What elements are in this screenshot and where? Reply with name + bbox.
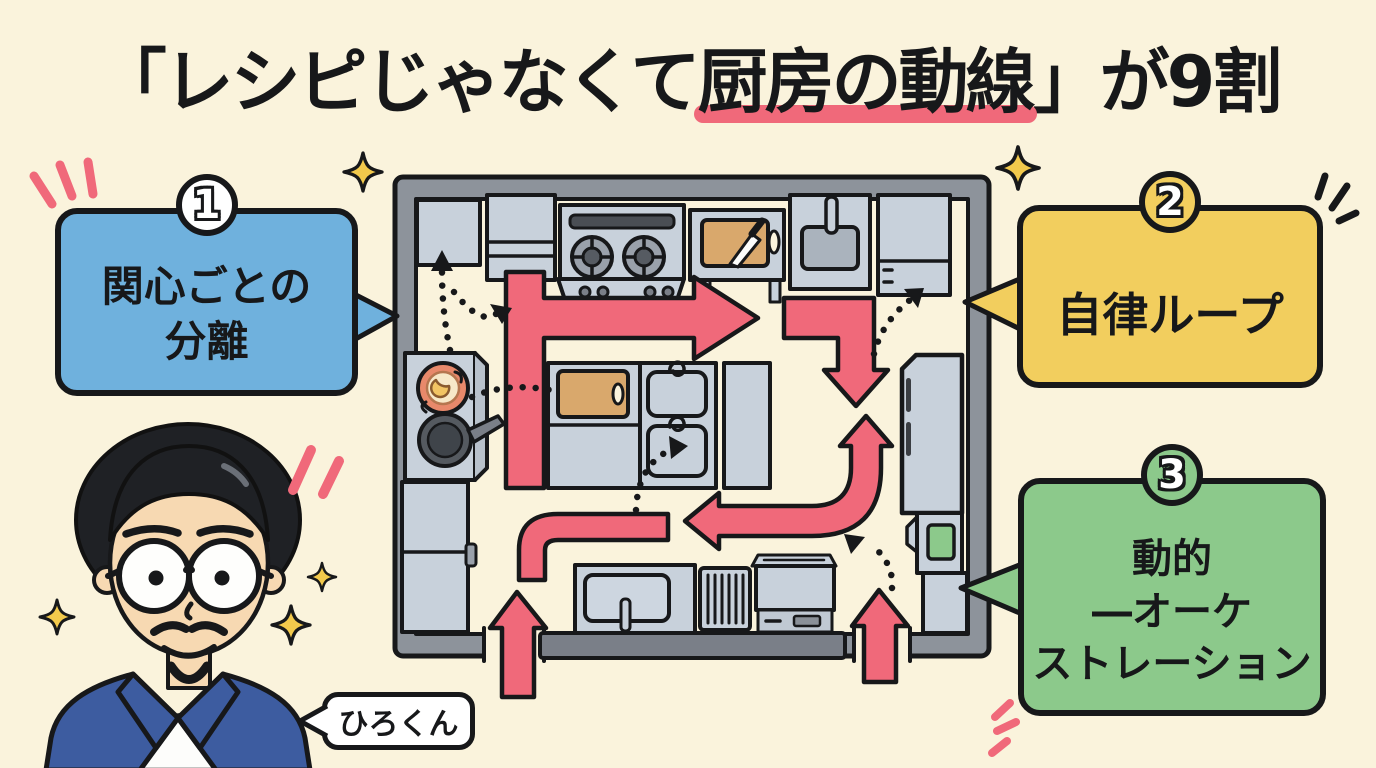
prep-machine-icon: [573, 563, 697, 635]
callout-1-line1: 関心ごとの: [101, 262, 312, 312]
yellow-callout-tail: [962, 275, 1022, 333]
cartoon-man-avatar: [43, 422, 313, 768]
right-eye: [214, 570, 230, 586]
flow-arrow-enter-right: [849, 587, 911, 685]
black-emphasis-marks: [1314, 172, 1360, 225]
nose: [184, 601, 194, 621]
sink-icon: [788, 193, 872, 291]
flow-arrow-right-down: [781, 295, 891, 409]
flow-arrow-left-and-up: [682, 413, 895, 552]
callout-3-line3: ストレーション: [1032, 641, 1312, 688]
flow-arrow-up-right: [503, 269, 761, 491]
callout-autonomous-loop: 2 自律ループ: [1017, 171, 1323, 388]
green-callout-tail: [958, 561, 1022, 617]
green-sticker: [926, 523, 956, 561]
callout-3-line2: ―オーケ: [1092, 588, 1252, 635]
mustache: [150, 621, 228, 636]
stove-icon: [556, 203, 686, 305]
callout-2-number-badge: 2: [1139, 171, 1201, 233]
kitchen-floorplan-diagram: [392, 174, 992, 700]
callout-3-line1: 動的: [1132, 535, 1212, 582]
left-cabinet-icon: [400, 480, 478, 634]
page-title: 「レシピじゃなくて厨房の動線」が9割: [0, 26, 1376, 127]
callout-dynamic-orchestration: 3 動的 ―オーケ ストレーション: [1018, 444, 1326, 716]
knife-icon: [728, 232, 762, 269]
left-eye: [148, 570, 164, 586]
blazer: [43, 671, 313, 768]
character-name-label: ひろくん: [338, 707, 459, 742]
callout-3-number-badge: 3: [1141, 444, 1203, 506]
upper-fridge-cabinet-icon: [876, 193, 952, 297]
name-speech-bubble: ひろくん: [322, 692, 475, 750]
bottom-counter: [538, 631, 847, 660]
fridge-icon: [899, 352, 965, 516]
dotted-arrowheads: [431, 250, 924, 554]
title-highlighted-phrase: 厨房の動線: [697, 41, 1036, 123]
cutting-board-table-icon: [688, 208, 786, 304]
callout-separation-of-concerns: 1 関心ごとの 分離: [55, 174, 358, 396]
right-eyebrow: [196, 525, 254, 538]
green-panel-unit-icon: [905, 511, 969, 635]
mouth: [161, 644, 217, 659]
badge-number: 1: [192, 182, 221, 228]
badge-number: 3: [1158, 452, 1186, 498]
left-eyebrow: [122, 525, 182, 538]
flow-arrow-enter-left: [487, 589, 549, 700]
dishwasher-icon: [698, 566, 752, 632]
flow-curve-band: [516, 511, 671, 583]
callout-1-line2: 分離: [164, 317, 249, 366]
callout-2-line1: 自律ループ: [1056, 287, 1284, 342]
island-unit-icon: [546, 360, 772, 490]
flow-arrows: [487, 269, 911, 700]
pan-station-icon: [403, 351, 506, 482]
goatee: [166, 661, 212, 684]
printer-machine-icon: [750, 553, 838, 634]
badge-number: 2: [1156, 179, 1184, 225]
blue-callout-tail: [352, 290, 400, 344]
title-part1: 「レシピじゃなくて: [96, 41, 701, 123]
callout-1-number-badge: 1: [175, 174, 238, 236]
speech-bubble-tail-icon: [297, 703, 329, 739]
title-part3: 」が9割: [1032, 41, 1283, 123]
